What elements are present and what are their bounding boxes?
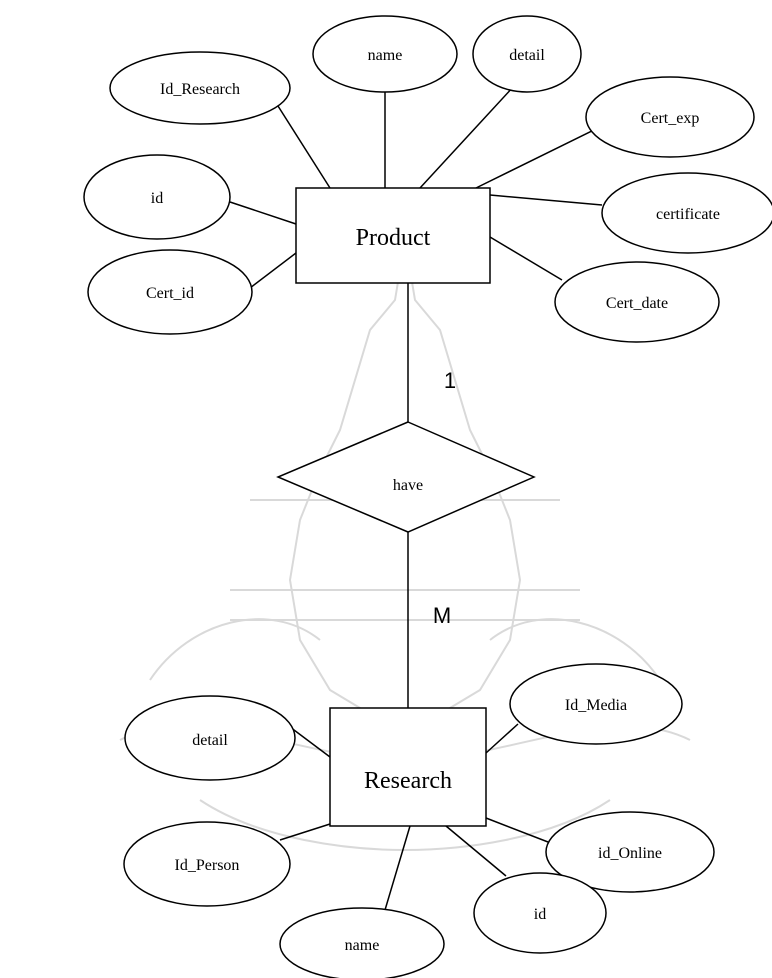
line-id-online <box>485 817 549 843</box>
line-research-detail <box>289 726 331 758</box>
cardinality-many: M <box>433 603 451 628</box>
entity-research-label: Research <box>364 768 452 794</box>
attr-certificate-label: certificate <box>656 206 720 223</box>
attr-id-media-label: Id_Media <box>565 697 627 714</box>
line-product-id <box>229 201 297 225</box>
attr-cert-exp-label: Cert_exp <box>641 110 700 127</box>
attr-research-name-label: name <box>345 937 380 954</box>
attr-research-id-label: id <box>534 906 546 923</box>
line-cert-exp <box>475 124 605 189</box>
attr-certificate: certificate <box>601 172 772 254</box>
line-research-name <box>384 825 411 911</box>
attr-id-research: Id_Research <box>109 51 291 125</box>
entity-product-label: Product <box>356 225 431 251</box>
line-certificate <box>489 194 603 206</box>
line-id-media <box>485 723 519 754</box>
attr-research-detail: detail <box>124 695 296 781</box>
attr-id-media: Id_Media <box>509 663 683 745</box>
attr-research-name: name <box>279 907 445 978</box>
attr-id-online-label: id_Online <box>598 845 662 862</box>
entity-product: Product <box>295 187 491 284</box>
attr-id-person: Id_Person <box>123 821 291 907</box>
line-cert-id <box>249 252 297 289</box>
attr-product-id: id <box>83 154 231 240</box>
attr-detail: detail <box>472 15 582 93</box>
cardinality-one: 1 <box>444 368 456 393</box>
attr-id-person-label: Id_Person <box>175 857 240 874</box>
attr-cert-date-label: Cert_date <box>606 295 668 312</box>
attr-cert-id-label: Cert_id <box>146 285 194 302</box>
relationship-have-label: have <box>393 477 423 494</box>
attr-product-name-label: name <box>368 47 403 64</box>
attr-cert-date: Cert_date <box>554 261 720 343</box>
attr-research-id: id <box>473 872 607 954</box>
attr-cert-exp: Cert_exp <box>585 76 755 158</box>
attr-id-research-label: Id_Research <box>160 81 240 98</box>
attr-cert-id: Cert_id <box>87 249 253 335</box>
attr-product-id-label: id <box>151 190 163 207</box>
line-id-person <box>279 823 331 841</box>
attr-research-detail-label: detail <box>192 732 228 749</box>
line-cert-date <box>489 236 563 281</box>
attr-product-name: name <box>312 15 458 93</box>
connectors <box>229 82 605 911</box>
attr-id-online: id_Online <box>545 811 715 893</box>
line-detail <box>419 85 515 189</box>
attr-detail-label: detail <box>509 47 545 64</box>
entity-research: Research <box>329 707 487 827</box>
line-id-research <box>277 105 331 189</box>
relationship-have: have <box>276 421 536 533</box>
line-research-id <box>445 825 507 877</box>
